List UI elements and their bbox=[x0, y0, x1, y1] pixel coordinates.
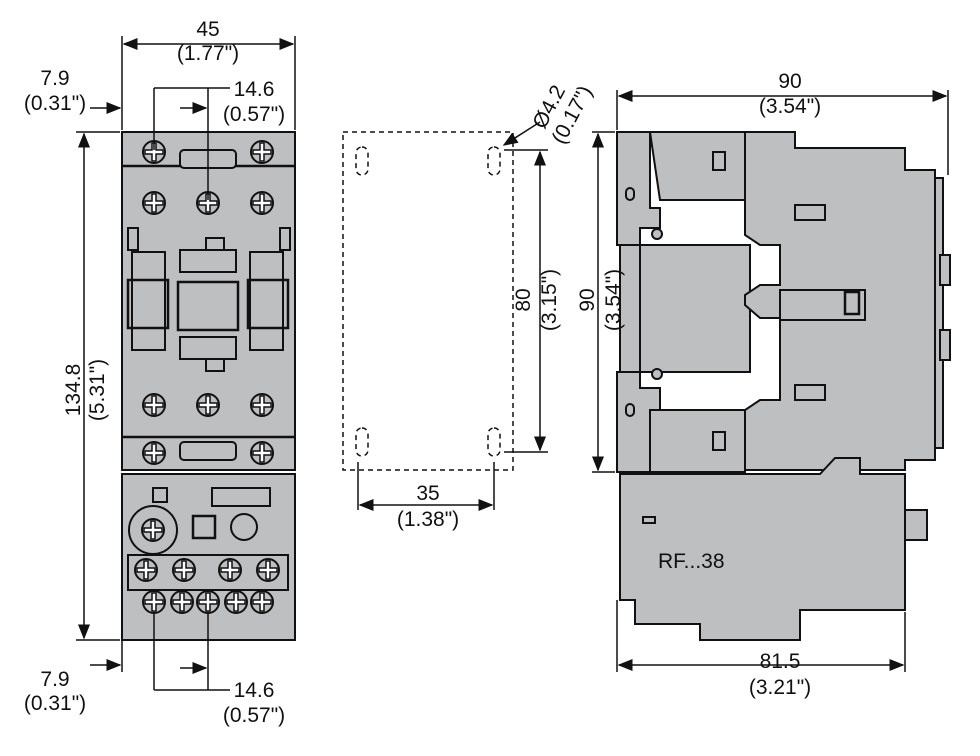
front-dimensions: 45 (1.77") 7.9 (0.31") 14.6 (0.57") 134.… bbox=[24, 18, 296, 727]
side-dimensions: 90 (3.54") 90 (3.54") 81.5 (3.21") bbox=[576, 70, 949, 699]
depth-in: (3.54") bbox=[759, 95, 821, 118]
left-offset-bottom-mm: 7.9 bbox=[40, 668, 69, 691]
screw-icon bbox=[142, 441, 166, 465]
screw-icon bbox=[250, 191, 274, 215]
screw-icon bbox=[172, 558, 196, 582]
horizontal-mm: 35 bbox=[416, 482, 439, 505]
height-in: (5.31") bbox=[86, 359, 109, 421]
contactor-front-view bbox=[121, 131, 296, 641]
left-offset-top-mm: 7.9 bbox=[40, 67, 69, 90]
horizontal-in: (1.38") bbox=[397, 508, 459, 531]
vertical-mm: 80 bbox=[512, 288, 535, 311]
contactor-side-view: RF...38 bbox=[616, 131, 951, 641]
relay-depth-mm: 81.5 bbox=[760, 650, 801, 673]
width-mm: 45 bbox=[196, 18, 219, 41]
adjust-dial-icon bbox=[141, 518, 165, 542]
relay-depth-in: (3.21") bbox=[749, 676, 811, 699]
pitch-top-in: (0.57") bbox=[223, 103, 285, 126]
screw-icon bbox=[196, 590, 220, 614]
width-in: (1.77") bbox=[177, 42, 239, 65]
screw-icon bbox=[196, 393, 220, 417]
screw-icon bbox=[224, 590, 248, 614]
relay-label: RF...38 bbox=[658, 550, 725, 573]
screw-icon bbox=[250, 140, 274, 164]
depth-mm: 90 bbox=[778, 70, 801, 93]
screw-icon bbox=[142, 590, 166, 614]
height-mm: 134.8 bbox=[62, 364, 85, 417]
screw-icon bbox=[256, 558, 280, 582]
left-offset-bottom-in: (0.31") bbox=[24, 692, 86, 715]
pitch-top-mm: 14.6 bbox=[234, 78, 275, 101]
screw-icon bbox=[250, 393, 274, 417]
pitch-bottom-in: (0.57") bbox=[223, 704, 285, 727]
screw-icon bbox=[142, 393, 166, 417]
vertical-in: (3.15") bbox=[538, 269, 561, 331]
screw-icon bbox=[142, 191, 166, 215]
mounting-template: Ø4.2 (0.17") 80 (3.15") 35 (1.38") bbox=[342, 81, 597, 531]
side-height-mm: 90 bbox=[576, 288, 599, 311]
screw-icon bbox=[250, 590, 274, 614]
left-offset-top-in: (0.31") bbox=[24, 92, 86, 115]
side-height-in: (3.54") bbox=[602, 269, 625, 331]
screw-icon bbox=[134, 558, 158, 582]
screw-icon bbox=[218, 558, 242, 582]
pitch-bottom-mm: 14.6 bbox=[234, 679, 275, 702]
screw-icon bbox=[170, 590, 194, 614]
screw-icon bbox=[250, 441, 274, 465]
